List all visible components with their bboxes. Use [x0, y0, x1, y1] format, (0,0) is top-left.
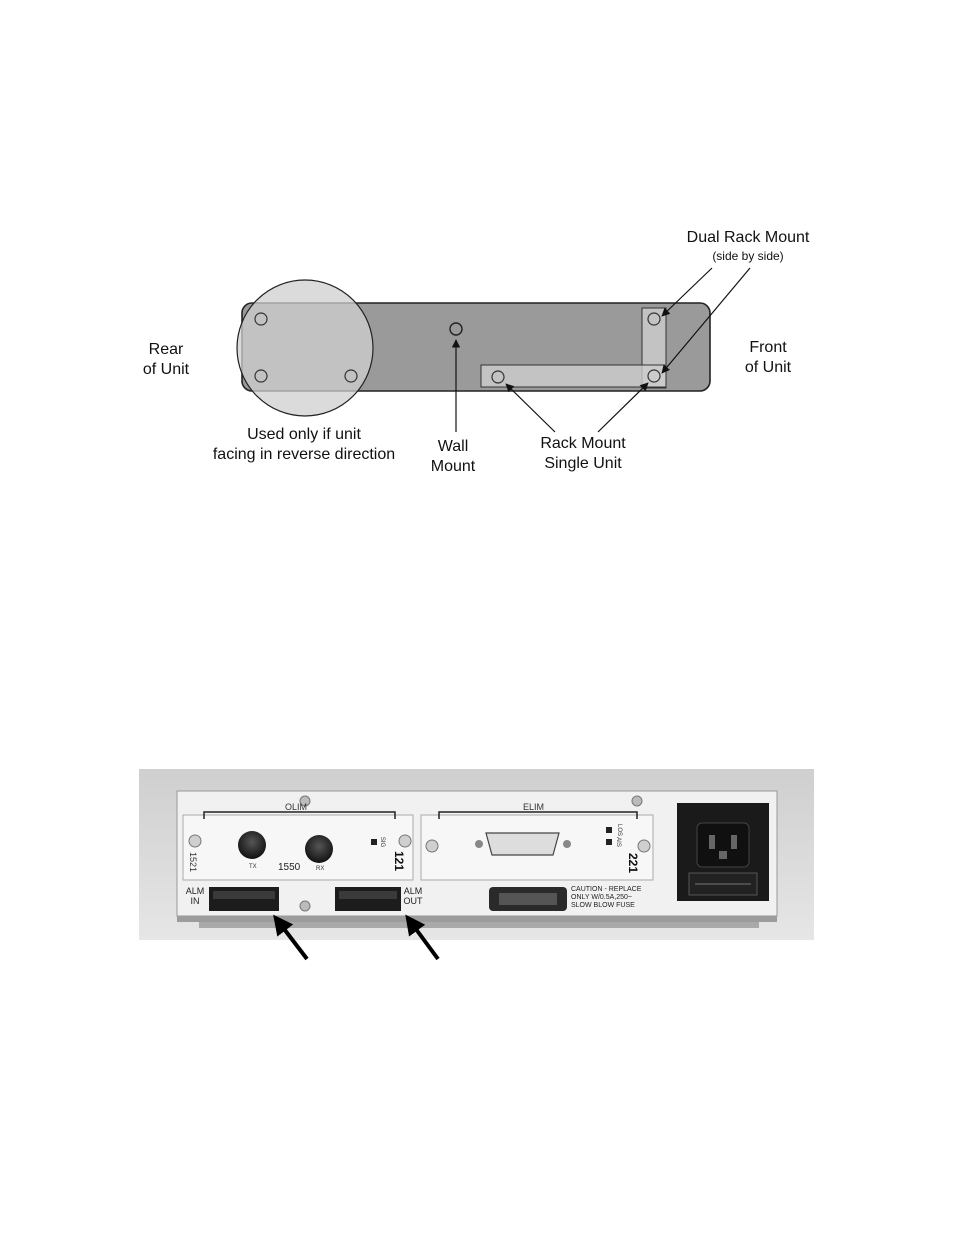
mounting-diagram: Dual Rack Mount (side by side) Rear of U… — [0, 0, 954, 520]
alm-in-label: ALM IN — [185, 886, 205, 906]
sig-led — [371, 839, 377, 845]
module-screw — [426, 840, 438, 852]
reverse-note-line1: Used only if unit — [186, 425, 422, 445]
wall-mount-label: Wall Mount — [414, 437, 492, 477]
front-of-unit-label: Front of Unit — [722, 338, 814, 378]
module-screw — [189, 835, 201, 847]
tx-label: TX — [249, 864, 257, 870]
alm-in-pointer-arrow — [278, 921, 307, 959]
wall-mount-line1: Wall — [414, 437, 492, 457]
tx-fiber-connector — [238, 831, 266, 859]
wavelength-label: 1550 — [278, 862, 300, 873]
ais-label: AIS — [615, 837, 621, 847]
wall-mount-line2: Mount — [414, 457, 492, 477]
module-right-number: 221 — [626, 853, 640, 873]
rx-fiber-connector — [305, 835, 333, 863]
caution-line3: SLOW BLOW FUSE — [571, 902, 641, 910]
alm-pointer-arrows — [260, 905, 460, 965]
rx-label: RX — [316, 866, 324, 872]
los-led — [606, 827, 612, 833]
los-label: LOS — [616, 824, 622, 836]
module-screw — [399, 835, 411, 847]
rear-panel-graphic — [139, 769, 814, 940]
alm-in-line2: IN — [185, 896, 205, 906]
dual-rack-mount-label: Dual Rack Mount — [670, 228, 826, 248]
rack-mount-single-label: Rack Mount Single Unit — [520, 434, 646, 474]
alm-in-line1: ALM — [185, 886, 205, 896]
reverse-direction-note: Used only if unit facing in reverse dire… — [186, 425, 422, 465]
alm-out-label: ALM OUT — [402, 886, 424, 906]
rack-mount-single-line1: Rack Mount — [520, 434, 646, 454]
caution-line1: CAUTION - REPLACE — [571, 886, 641, 894]
rear-mount-highlight — [237, 280, 373, 416]
alm-out-pointer-arrow — [410, 921, 438, 959]
dual-rack-mount-subtitle: (side by side) — [670, 249, 826, 263]
sig-label: SIG — [379, 837, 385, 847]
dual-rack-mount-title: Dual Rack Mount — [670, 228, 826, 248]
front-of-unit-line2: of Unit — [722, 358, 814, 378]
rear-panel-photo: OLIM ELIM 1521 1550 TX RX SIG 121 LOS AI… — [139, 769, 814, 940]
ais-led — [606, 839, 612, 845]
db15-connector — [486, 833, 559, 855]
rear-of-unit-line1: Rear — [120, 340, 212, 360]
rear-of-unit-line2: of Unit — [120, 360, 212, 380]
module-left-number: 121 — [392, 851, 406, 871]
elim-label: ELIM — [523, 802, 544, 812]
module-screw — [638, 840, 650, 852]
reverse-note-line2: facing in reverse direction — [186, 445, 422, 465]
panel-screw — [632, 796, 642, 806]
single-rack-strip — [481, 365, 666, 387]
iec-power-socket — [697, 823, 749, 867]
side-code-label: 1521 — [188, 852, 198, 872]
front-of-unit-line1: Front — [722, 338, 814, 358]
olim-label: OLIM — [285, 802, 307, 812]
caution-line2: ONLY W/0.5A,250~ — [571, 894, 641, 902]
rear-of-unit-label: Rear of Unit — [120, 340, 212, 380]
alm-out-line1: ALM — [402, 886, 424, 896]
caution-label: CAUTION - REPLACE ONLY W/0.5A,250~ SLOW … — [571, 886, 641, 910]
rack-mount-single-line2: Single Unit — [520, 454, 646, 474]
